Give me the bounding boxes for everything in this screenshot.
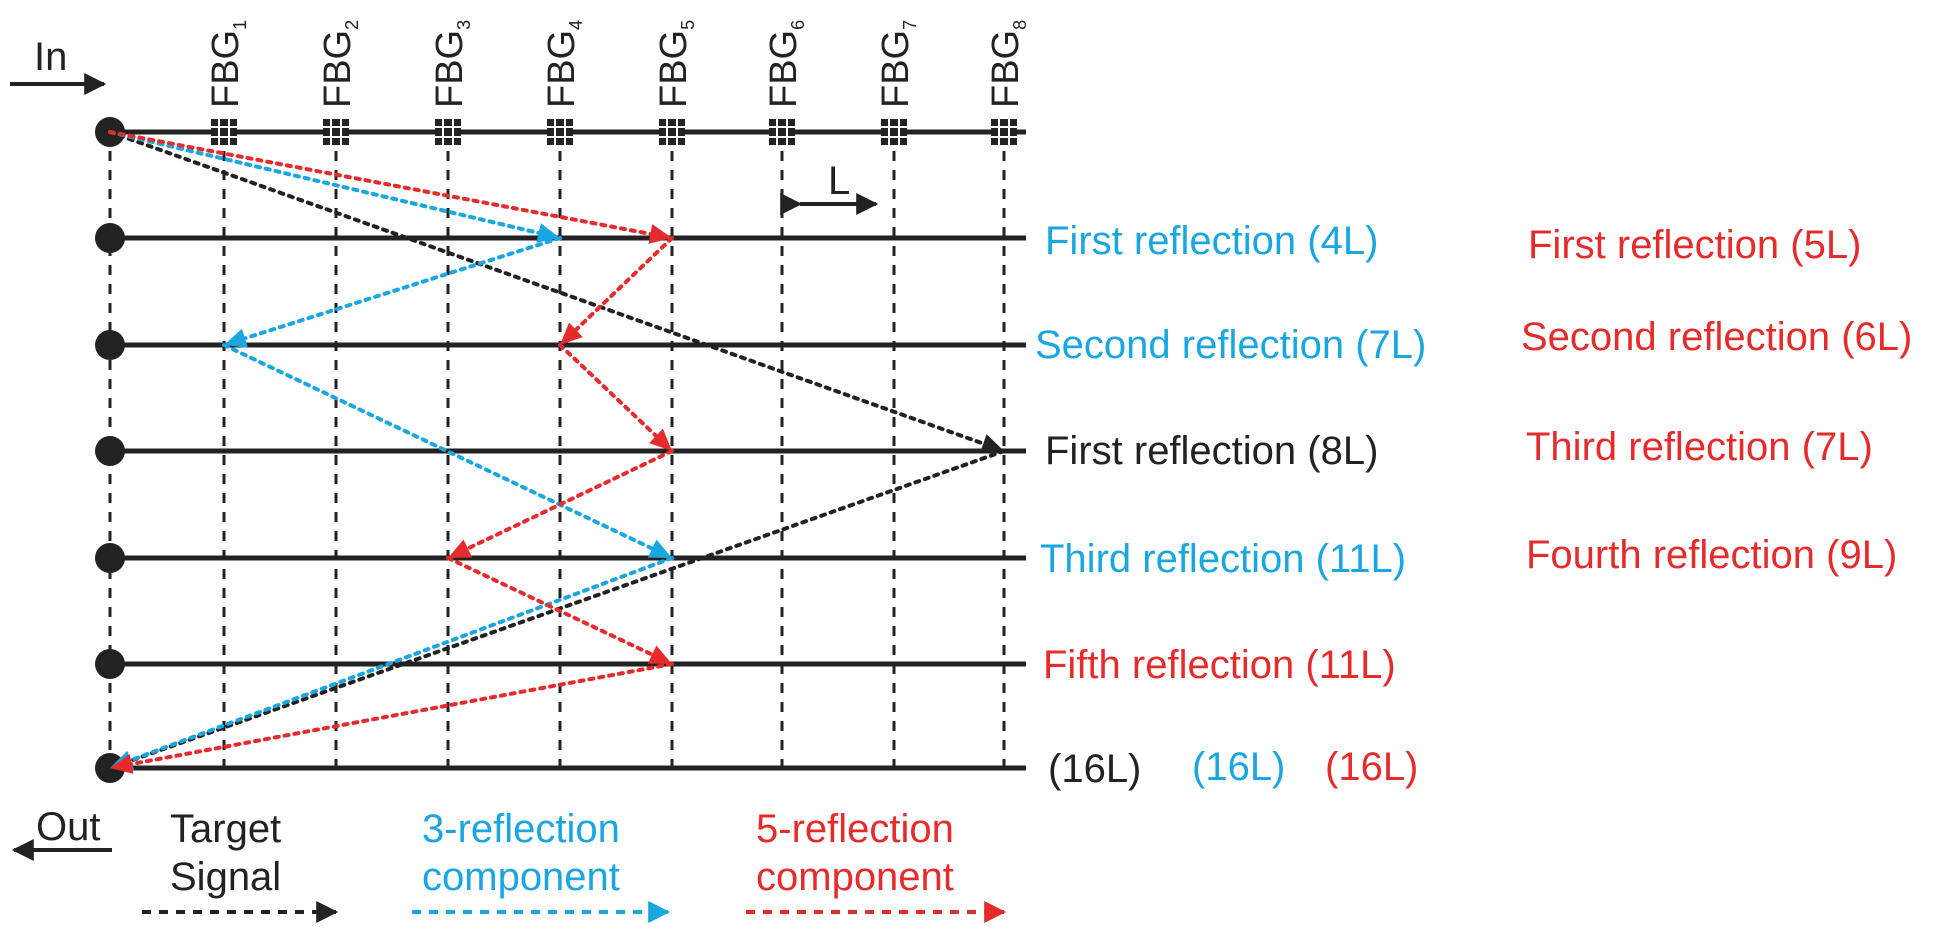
fbg-symbol-5 xyxy=(659,119,685,145)
spacing-indicator: L xyxy=(780,159,879,215)
target-path-segment-2 xyxy=(117,449,1006,767)
node-dot-row-3 xyxy=(95,436,125,466)
legend-five-line1: 5-reflection xyxy=(756,807,954,851)
node-dot-row-4 xyxy=(95,543,125,573)
target-path-segment-1 xyxy=(108,130,997,450)
five-reflection-labels: First reflection (5L) Second reflection … xyxy=(1521,223,1912,577)
five-reflection-path-segment-3 xyxy=(558,343,667,447)
five-reflection-arrowhead-5 xyxy=(647,645,672,664)
fbg-symbol-3 xyxy=(435,119,461,145)
fbg-symbol-7 xyxy=(881,119,907,145)
input-port: In xyxy=(10,35,107,95)
fbg-label-5: FBG5 xyxy=(653,20,698,108)
five-reflection-arrowhead-6 xyxy=(110,754,134,774)
fbg-label-1: FBG1 xyxy=(205,20,250,108)
fbg-symbol-4 xyxy=(547,119,573,145)
five-reflection-path-segment-1 xyxy=(108,130,665,239)
five-reflection-path-segment-4 xyxy=(455,449,674,556)
fiber-rows xyxy=(95,117,1026,783)
row-label-fifth-reflection-11l: Fifth reflection (11L) xyxy=(1043,643,1396,687)
output-port: Out xyxy=(11,805,112,861)
node-dot-row-1 xyxy=(95,223,125,253)
reflection-paths xyxy=(108,130,1006,774)
output-label-target: (16L) xyxy=(1048,747,1141,791)
in-label: In xyxy=(34,35,67,79)
legend-target-signal: Target Signal xyxy=(142,807,339,923)
three-reflection-arrowhead-2 xyxy=(224,328,248,348)
legend-three-reflection: 3-reflection component xyxy=(412,807,671,923)
three-reflection-path-segment-2 xyxy=(231,236,562,344)
legend-three-line1: 3-reflection xyxy=(422,807,620,851)
fbg-symbol-6 xyxy=(769,119,795,145)
fbg-label-6: FBG6 xyxy=(763,20,808,108)
row-label-third-reflection-11l: Third reflection (11L) xyxy=(1040,537,1406,581)
out-label: Out xyxy=(36,805,100,849)
legend-target-line2: Signal xyxy=(170,855,281,899)
row-labels: First reflection (4L) Second reflection … xyxy=(1035,219,1426,687)
five-reflection-label-1: First reflection (5L) xyxy=(1528,223,1861,267)
output-label-three-reflection: (16L) xyxy=(1192,745,1285,789)
fbg-symbol-1 xyxy=(211,119,237,145)
row-label-first-reflection-4l: First reflection (4L) xyxy=(1045,219,1378,263)
legend: Target Signal 3-reflection component 5-r… xyxy=(142,807,1007,923)
output-labels: (16L) (16L) (16L) xyxy=(1048,745,1418,791)
three-reflection-path-segment-3 xyxy=(222,343,665,556)
five-reflection-arrowhead-1 xyxy=(648,224,672,244)
three-reflection-path-segment-1 xyxy=(108,130,553,238)
fbg-gratings xyxy=(211,119,1017,145)
target-arrowhead-1 xyxy=(979,434,1004,454)
row-label-first-reflection-8l: First reflection (8L) xyxy=(1045,429,1378,473)
three-reflection-arrowhead-3 xyxy=(647,539,672,558)
five-reflection-label-4: Fourth reflection (9L) xyxy=(1526,533,1897,577)
five-reflection-arrowhead-2 xyxy=(560,322,583,345)
legend-five-line2: component xyxy=(756,855,954,899)
three-reflection-path-segment-4 xyxy=(117,556,674,767)
fbg-label-4: FBG4 xyxy=(541,20,586,108)
fbg-label-2: FBG2 xyxy=(317,20,362,108)
node-dot-row-5 xyxy=(95,649,125,679)
five-reflection-arrowhead-3 xyxy=(649,428,672,451)
five-reflection-path-segment-2 xyxy=(565,236,674,341)
five-reflection-path-segment-6 xyxy=(117,662,674,769)
fbg-symbol-2 xyxy=(323,119,349,145)
five-reflection-arrowhead-4 xyxy=(448,539,473,558)
three-reflection-arrowhead-1 xyxy=(536,223,560,243)
legend-target-line1: Target xyxy=(170,807,281,851)
five-reflection-path-segment-5 xyxy=(446,556,665,662)
output-label-five-reflection: (16L) xyxy=(1325,745,1418,789)
spacing-label: L xyxy=(828,159,850,203)
fbg-label-3: FBG3 xyxy=(429,20,474,108)
legend-three-line2: component xyxy=(422,855,620,899)
row-label-second-reflection-7l: Second reflection (7L) xyxy=(1035,323,1426,367)
node-dot-row-2 xyxy=(95,330,125,360)
fbg-labels: FBG1 FBG2 FBG3 FBG4 FBG5 FBG6 FBG7 FBG8 xyxy=(205,20,1030,108)
fbg-label-8: FBG8 xyxy=(985,20,1030,108)
fbg-symbol-8 xyxy=(991,119,1017,145)
five-reflection-label-2: Second reflection (6L) xyxy=(1521,315,1912,359)
fbg-label-7: FBG7 xyxy=(875,20,920,108)
legend-five-reflection: 5-reflection component xyxy=(746,807,1007,923)
five-reflection-label-3: Third reflection (7L) xyxy=(1526,425,1873,469)
